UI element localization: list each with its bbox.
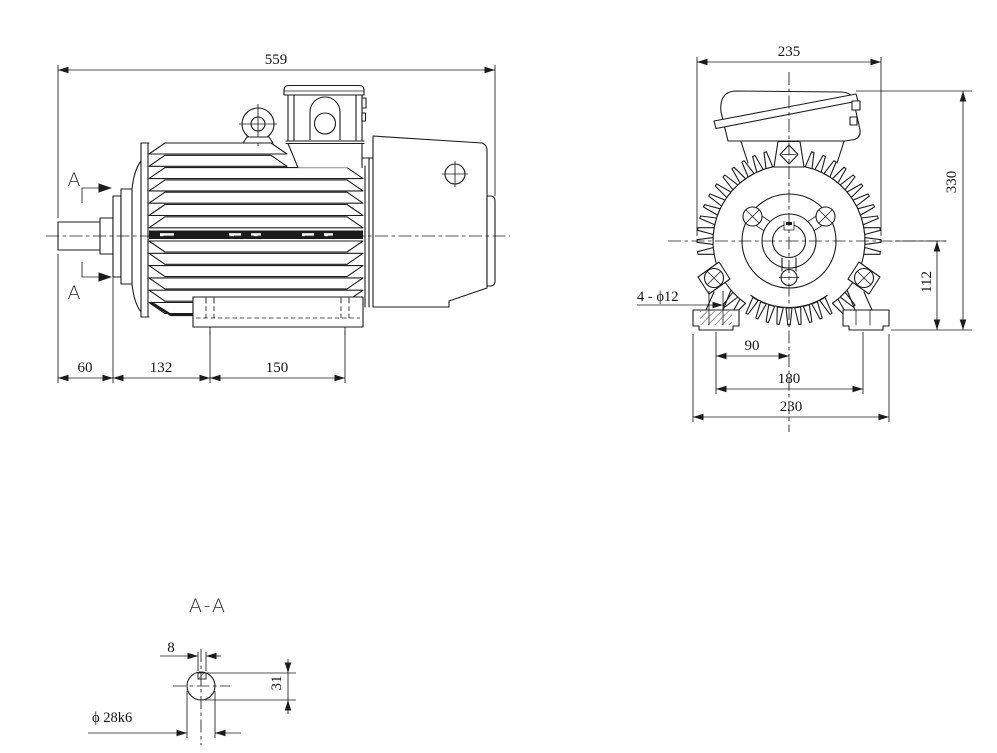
radial-fin xyxy=(752,154,764,173)
dim-foot-half-span: 90 xyxy=(745,338,760,354)
radial-fin xyxy=(860,215,879,226)
cooling-fin xyxy=(148,167,364,180)
section-letter-top: A xyxy=(68,169,83,191)
fan-cover-cap xyxy=(486,195,496,287)
radial-fin xyxy=(741,160,755,178)
dim-key-height: 31 xyxy=(269,676,285,691)
key-section xyxy=(197,672,207,680)
radial-fin xyxy=(696,237,714,245)
radial-fin xyxy=(831,166,847,184)
cooling-fin xyxy=(148,265,364,278)
centerlines xyxy=(46,72,947,745)
radial-fin xyxy=(846,183,864,199)
dim-axis-height: 112 xyxy=(919,271,935,293)
dim-key-width: 8 xyxy=(167,640,175,656)
frame-ring xyxy=(361,157,374,308)
radial-fin xyxy=(714,183,732,199)
radial-fin xyxy=(863,227,881,236)
mounting-foot xyxy=(192,296,364,335)
cooling-fin xyxy=(148,179,364,192)
dim-foot-holes: 150 xyxy=(266,360,289,376)
radial-fin xyxy=(804,151,815,170)
cooling-fin xyxy=(148,154,288,167)
radial-fin xyxy=(811,301,823,320)
radial-fin xyxy=(745,296,759,315)
cooling-fin xyxy=(148,240,364,253)
side-view xyxy=(57,84,496,335)
radial-fin xyxy=(857,204,876,216)
radial-fin xyxy=(722,174,739,191)
end-view xyxy=(692,90,890,331)
radial-fin xyxy=(697,227,715,236)
radial-fin xyxy=(852,193,870,207)
mounting-lug-right xyxy=(847,261,881,295)
side-view-dimensions: 559 60 132 150 A A xyxy=(57,52,496,383)
bolt-holes-callout: 4 - ϕ12 xyxy=(637,289,724,310)
radial-fin xyxy=(697,246,715,255)
fan-cover xyxy=(372,135,496,308)
section-letter-bottom: A xyxy=(68,282,83,304)
radial-cooling-fins xyxy=(696,151,882,326)
dim-overall-length: 559 xyxy=(265,52,288,68)
radial-fin xyxy=(794,306,802,325)
foot-left-section xyxy=(692,309,740,331)
terminal-box xyxy=(283,84,367,169)
dim-shaft-length: 60 xyxy=(78,360,93,376)
radial-fin xyxy=(802,304,813,323)
terminal-box-end xyxy=(713,90,861,142)
radial-fin xyxy=(819,296,833,315)
radial-fin xyxy=(765,304,776,323)
center-fin-band xyxy=(149,230,363,239)
dim-foot-span: 230 xyxy=(780,399,803,415)
dim-shaft-to-foot: 132 xyxy=(150,360,173,376)
section-mark-top: A xyxy=(68,169,112,203)
cooling-fin xyxy=(148,142,288,155)
bolt-holes-label: 4 - ϕ12 xyxy=(637,289,678,305)
end-bracket xyxy=(112,142,150,318)
cooling-fin xyxy=(148,191,364,204)
cable-gland-hole xyxy=(313,112,337,135)
radial-fin xyxy=(708,193,726,207)
cooling-fins-top xyxy=(148,142,288,167)
terminal-box-lid xyxy=(283,84,365,96)
radial-fin xyxy=(776,306,784,325)
radial-fin xyxy=(702,204,721,216)
radial-fin xyxy=(755,301,767,320)
radial-fin xyxy=(839,174,856,191)
dim-overall-height: 330 xyxy=(944,171,960,194)
dim-body-width: 235 xyxy=(778,44,801,60)
radial-fin xyxy=(823,160,837,178)
cooling-fin xyxy=(148,252,364,265)
lifting-eye-bolt xyxy=(239,104,277,146)
section-view: A-A xyxy=(186,595,227,701)
cooling-fins-upper xyxy=(148,167,364,229)
mounting-lug-left xyxy=(697,261,731,295)
radial-fin xyxy=(699,215,718,226)
radial-fin xyxy=(814,154,826,173)
radial-fin xyxy=(863,246,881,255)
cooling-fin xyxy=(148,216,364,229)
foot-right xyxy=(842,309,890,331)
section-mark-bottom: A xyxy=(68,262,112,304)
section-title: A-A xyxy=(189,595,227,617)
radial-fin xyxy=(731,166,747,184)
bearing-cap-screws xyxy=(742,206,836,231)
cooling-fin xyxy=(148,203,364,217)
dim-shaft-diameter: ϕ 28k6 xyxy=(92,710,132,726)
frame-bottom-edge xyxy=(150,301,195,317)
cooling-fin xyxy=(148,277,364,290)
radial-fin xyxy=(763,151,774,170)
section-view-dimensions: 8 31 ϕ 28k6 xyxy=(88,640,296,738)
end-view-dimensions: 235 330 112 90 180 230 4 - xyxy=(637,44,972,422)
